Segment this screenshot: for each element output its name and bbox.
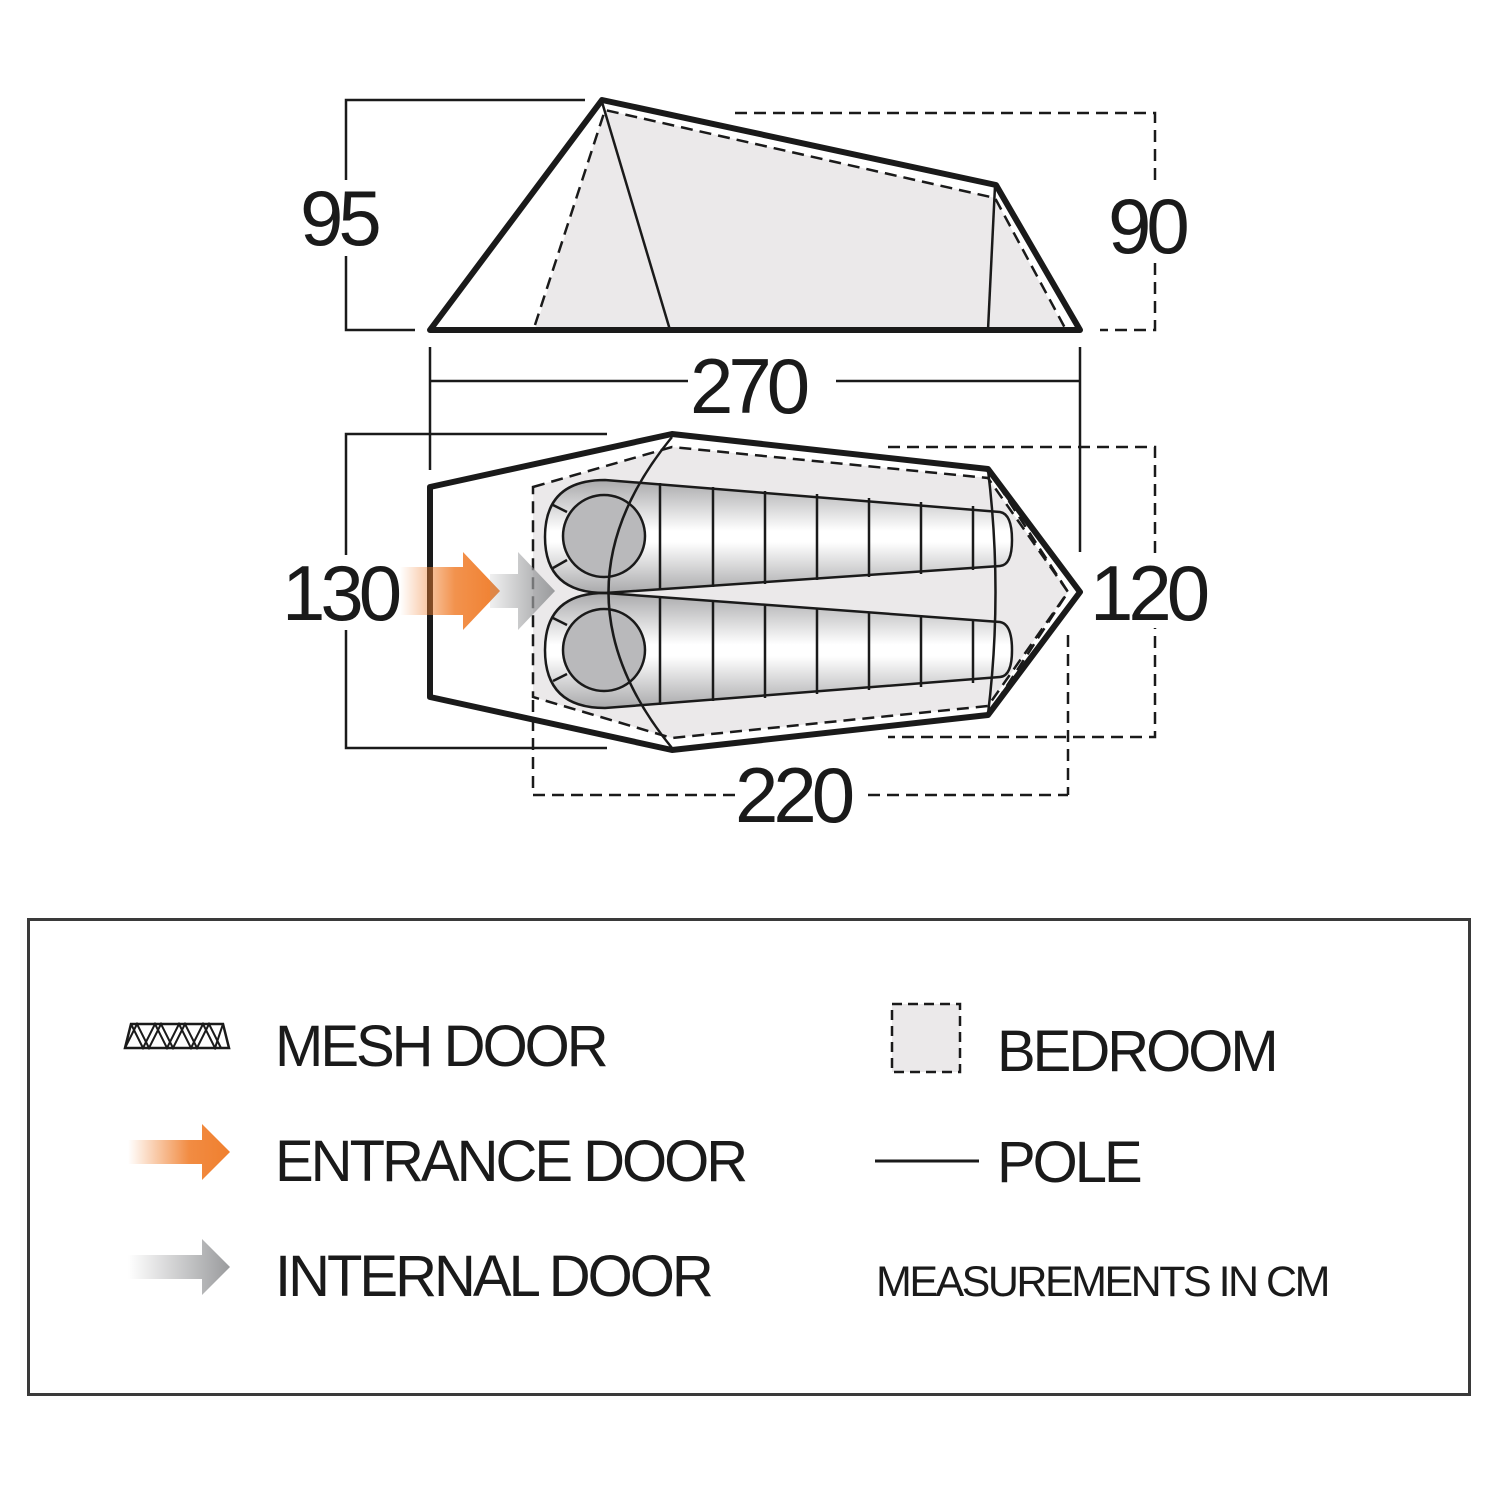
dim-220-label: 220 [735, 751, 853, 839]
line-icon [875, 1159, 979, 1163]
top-flysheet-outline [427, 431, 1083, 753]
top-front-pole [607, 436, 673, 749]
legend-label-bedroom: BEDROOM [997, 1019, 1279, 1084]
side-bedroom-dash [533, 108, 1067, 329]
entrance-door-arrow [400, 552, 500, 630]
dashed-square-icon [890, 1002, 962, 1074]
measurements-note: MEASUREMENTS IN CM [876, 1258, 1330, 1306]
dim-90-label: 90 [1108, 182, 1187, 270]
tent-diagram: 95 90 270 [282, 97, 1220, 839]
side-front-pole [600, 101, 672, 331]
legend-label-pole: POLE [997, 1130, 1143, 1195]
gray-arrow-icon [128, 1239, 230, 1295]
side-bedroom-fill [535, 110, 1065, 330]
dim-270-label: 270 [690, 342, 808, 430]
legend-box: MESH DOOR ENTRANCE DOOR INTERNAL DOOR BE… [27, 918, 1471, 1396]
internal-door-arrow [490, 552, 555, 630]
legend-label-entrance-door: ENTRANCE DOOR [275, 1129, 748, 1194]
dim-130-label: 130 [282, 549, 400, 637]
mesh-door-icon [123, 1022, 231, 1050]
top-bedroom-dash [531, 445, 1070, 740]
side-rear-pole [986, 185, 997, 331]
orange-arrow-icon [128, 1124, 230, 1180]
dim-90-bracket [735, 111, 1157, 332]
top-view: 130 120 220 [282, 431, 1220, 839]
legend-label-mesh-door: MESH DOOR [275, 1014, 609, 1079]
top-rear-pole [986, 469, 997, 715]
dim-120-label: 120 [1090, 549, 1208, 637]
side-view: 95 90 270 [296, 97, 1208, 552]
legend-label-internal-door: INTERNAL DOOR [275, 1244, 714, 1309]
sleeping-bag-1 [543, 478, 1014, 595]
side-flysheet-outline [427, 97, 1083, 333]
dim-95-label: 95 [300, 174, 379, 262]
dim-120-bracket [888, 445, 1157, 739]
